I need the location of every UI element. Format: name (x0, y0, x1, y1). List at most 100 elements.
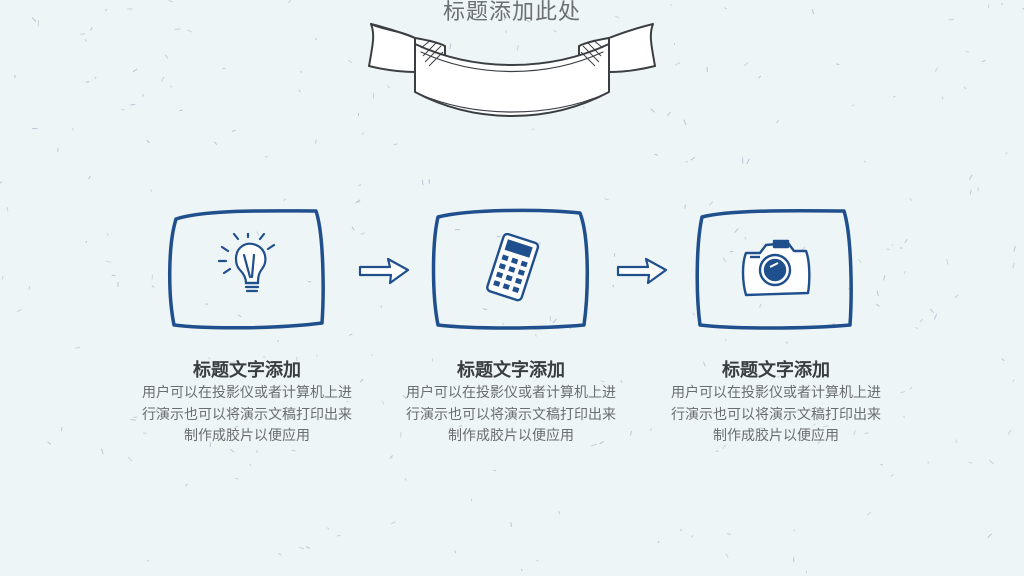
speckle (160, 76, 165, 82)
speckle (229, 448, 235, 453)
speckle (599, 441, 604, 445)
speckle (231, 129, 236, 133)
speckle (186, 29, 193, 33)
speckle (864, 432, 869, 435)
camera-icon (741, 239, 811, 297)
speckle (84, 39, 87, 42)
calculator-icon (486, 233, 540, 302)
speckle (121, 108, 125, 111)
speckle (358, 184, 362, 186)
speckle (402, 394, 407, 400)
speckle (853, 430, 856, 436)
speckle (1005, 152, 1008, 155)
speckle (100, 448, 104, 455)
speckle (214, 141, 218, 146)
speckle (734, 228, 739, 233)
speckle (903, 415, 905, 419)
card-calculator (430, 205, 592, 331)
speckle (229, 361, 236, 364)
speckle (185, 483, 188, 487)
speckle (708, 201, 714, 206)
speckle (987, 533, 992, 539)
speckle (357, 201, 361, 203)
speckle (74, 346, 81, 349)
speckle (946, 259, 949, 265)
speckle (760, 427, 764, 430)
speckle (28, 286, 31, 291)
speckle (503, 16, 508, 21)
speckle (629, 430, 632, 436)
speckle (683, 119, 687, 126)
speckle (965, 50, 970, 53)
speckle (817, 439, 822, 445)
lightbulb-icon (218, 233, 276, 293)
item-desc-1: 用户可以在投影仪或者计算机上进 行演示也可以将演示文稿打印出来 制作成胶片以便应… (127, 383, 367, 448)
speckle (493, 469, 497, 472)
speckle (724, 7, 728, 10)
speckle (891, 244, 894, 247)
speckle (893, 95, 896, 98)
speckle (534, 333, 537, 337)
speckle (327, 527, 330, 530)
ribbon-banner (368, 23, 656, 117)
speckle (811, 9, 815, 15)
speckle (510, 522, 512, 527)
speckle (968, 461, 973, 464)
speckle (482, 308, 488, 311)
speckle (669, 4, 673, 6)
speckle (813, 423, 816, 426)
speckle (449, 43, 452, 50)
speckle (88, 175, 91, 180)
speckle (692, 312, 696, 316)
speckle (981, 59, 986, 63)
speckle (390, 455, 393, 458)
speckle (6, 207, 9, 212)
speckle (47, 441, 51, 445)
speckle (458, 425, 463, 427)
speckle (822, 425, 829, 428)
speckle (0, 181, 3, 184)
speckle (361, 132, 365, 135)
speckle (654, 153, 658, 156)
item-desc-2: 用户可以在投影仪或者计算机上进 行演示也可以将演示文稿打印出来 制作成胶片以便应… (391, 383, 631, 448)
speckle (776, 375, 780, 379)
item-desc-3-line-1: 用户可以在投影仪或者计算机上进 (671, 385, 881, 401)
speckle (277, 340, 280, 343)
speckle (1012, 262, 1015, 269)
right-arrow-icon (616, 257, 668, 285)
item-desc-3-line-2: 行演示也可以将演示文稿打印出来 (671, 406, 881, 423)
speckle (909, 386, 913, 390)
speckle (836, 63, 840, 66)
speckle (389, 456, 393, 459)
speckle (381, 400, 385, 405)
speckle (255, 449, 258, 454)
speckle (79, 33, 86, 35)
speckle (16, 308, 22, 313)
speckle (351, 226, 355, 231)
speckle (146, 559, 150, 562)
speckle (954, 294, 959, 299)
speckle (722, 257, 727, 263)
speckle (60, 427, 63, 431)
item-desc-3: 用户可以在投影仪或者计算机上进 行演示也可以将演示文稿打印出来 制作成胶片以便应… (656, 383, 896, 448)
speckle (591, 443, 597, 447)
speckle (759, 303, 762, 308)
speckle (866, 511, 872, 516)
speckle (552, 318, 558, 324)
item-desc-2-line-1: 用户可以在投影仪或者计算机上进 (406, 385, 616, 401)
speckle (510, 363, 514, 366)
speckle (314, 139, 317, 144)
speckle (963, 86, 967, 90)
speckle (531, 128, 535, 131)
speckle (150, 189, 153, 192)
speckle (283, 198, 287, 202)
speckle (890, 473, 894, 477)
speckle (264, 155, 269, 158)
speckle (142, 94, 144, 97)
speckle (305, 546, 311, 549)
speckle (650, 108, 656, 113)
speckle (127, 456, 133, 462)
speckle (535, 559, 539, 562)
speckle (371, 353, 374, 357)
speckle (315, 37, 317, 41)
